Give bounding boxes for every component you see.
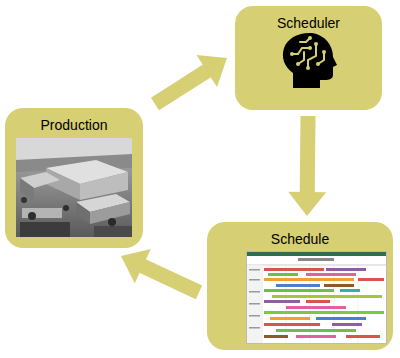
title-line: Scheduler: [235, 14, 382, 32]
arrow-shaft: [155, 70, 208, 104]
arrow-head: [197, 55, 227, 87]
circuit-dots: [290, 36, 326, 70]
circuit-lines: [292, 38, 324, 68]
arrow-shaft: [141, 265, 199, 292]
title-line: Schedule: [207, 230, 393, 248]
block-arrow: [288, 116, 326, 216]
arrow-head: [288, 192, 326, 216]
factory-photo: [16, 138, 132, 237]
title-line: Production: [5, 116, 143, 134]
box-title: Production: [41, 117, 108, 134]
arrow-head: [121, 249, 151, 283]
box-title: Scheduler: [277, 15, 340, 32]
head-icon: [280, 30, 342, 92]
arrow-shaft: [300, 116, 316, 194]
block-arrow: [121, 249, 199, 292]
box-title: Schedule: [271, 231, 329, 248]
gantt-screenshot: [246, 251, 387, 344]
block-arrow: [155, 55, 227, 104]
